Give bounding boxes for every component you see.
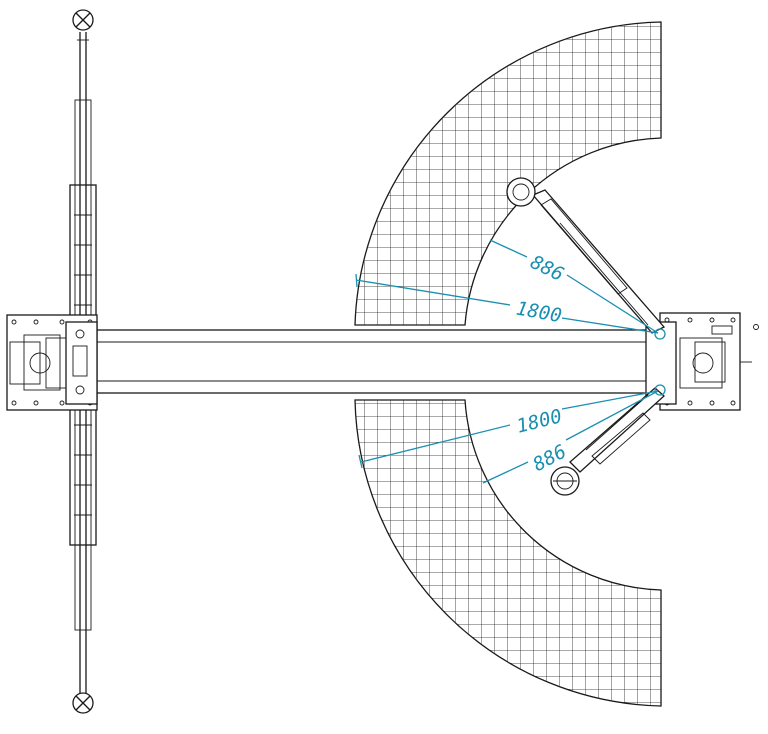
bottom-column-cap-icon [72, 692, 94, 714]
left-base-plate [6, 314, 98, 411]
upper-swing-arm [531, 189, 666, 334]
dim-line-upper-long-a [355, 279, 511, 306]
dim-line-lower-long-a [360, 424, 511, 463]
dim-line-lower-short-a [482, 461, 529, 484]
right-base-plate [645, 312, 759, 411]
lower-arm-swing-area [354, 399, 662, 707]
upper-arm-pivot-icon [654, 328, 666, 340]
dim-line-upper-long-b [561, 317, 659, 334]
top-column-cap-icon [72, 9, 94, 31]
dim-label-upper-short: 886 [527, 251, 567, 286]
dim-label-upper-long: 1800 [514, 298, 563, 328]
lower-arm-pivot-icon [654, 384, 666, 396]
lower-swing-arm [569, 387, 665, 473]
upper-arm-swing-area [354, 21, 662, 326]
dim-label-lower-long: 1800 [514, 405, 564, 437]
dim-line-upper-short-a [489, 239, 528, 258]
main-beam [94, 329, 661, 394]
dim-tick-upper-1800 [355, 273, 358, 288]
dim-line-lower-long-b [561, 390, 659, 410]
dim-line-lower-short-b [565, 390, 659, 441]
lower-arm-pad-icon [550, 466, 580, 496]
upper-arm-pad-icon [506, 177, 536, 207]
dim-line-upper-short-b [566, 274, 659, 334]
dim-tick-lower-1800 [358, 454, 363, 469]
